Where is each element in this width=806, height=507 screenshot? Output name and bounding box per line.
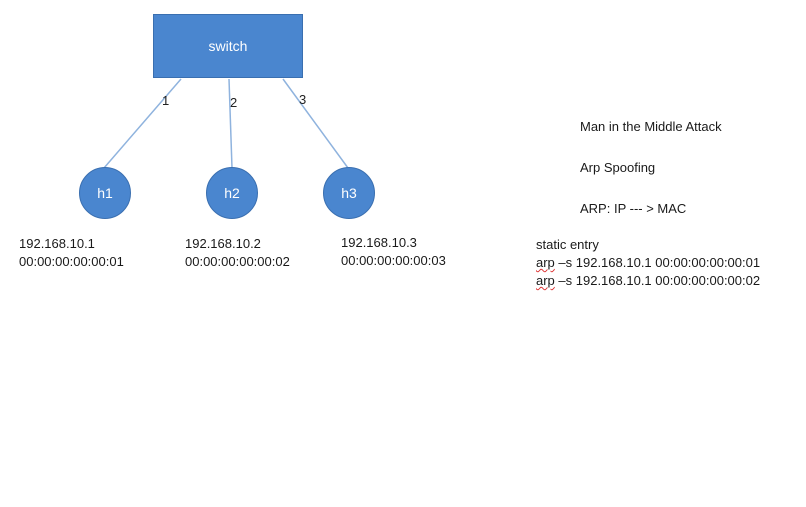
port-label-1: 1 [162, 93, 170, 108]
static-entry-block: static entry arp –s 192.168.10.1 00:00:0… [536, 236, 760, 290]
note-arp-mapping: ARP: IP --- > MAC [580, 201, 687, 216]
link-switch-h3 [282, 78, 349, 169]
note-arp-spoofing: Arp Spoofing [580, 160, 656, 175]
port-label-2: 2 [230, 95, 238, 110]
host-node-h3: h3 [323, 167, 375, 219]
host-label: h2 [224, 185, 240, 201]
switch-label: switch [208, 38, 248, 54]
arp-command-line: arp –s 192.168.10.1 00:00:00:00:00:02 [536, 272, 760, 290]
static-entry-heading: static entry [536, 237, 599, 252]
arp-command-args: –s 192.168.10.1 00:00:00:00:00:01 [554, 255, 761, 270]
note-mitm-title: Man in the Middle Attack [580, 119, 722, 134]
arp-command: arp [536, 255, 555, 270]
host-info-h3: 192.168.10.3 00:00:00:00:00:03 [341, 234, 446, 270]
host-info-h1: 192.168.10.1 00:00:00:00:00:01 [19, 235, 124, 271]
host-ip: 192.168.10.1 [19, 236, 95, 251]
host-label: h1 [97, 185, 113, 201]
arp-command: arp [536, 273, 555, 288]
host-node-h2: h2 [206, 167, 258, 219]
arp-command-args: –s 192.168.10.1 00:00:00:00:00:02 [554, 273, 761, 288]
link-switch-h2 [228, 78, 233, 169]
host-mac: 00:00:00:00:00:03 [341, 253, 446, 268]
host-info-h2: 192.168.10.2 00:00:00:00:00:02 [185, 235, 290, 271]
port-label-3: 3 [299, 92, 307, 107]
host-label: h3 [341, 185, 357, 201]
host-ip: 192.168.10.2 [185, 236, 261, 251]
host-ip: 192.168.10.3 [341, 235, 417, 250]
host-mac: 00:00:00:00:00:01 [19, 254, 124, 269]
host-node-h1: h1 [79, 167, 131, 219]
switch-node: switch [153, 14, 303, 78]
host-mac: 00:00:00:00:00:02 [185, 254, 290, 269]
link-switch-h1 [103, 78, 182, 169]
arp-command-line: arp –s 192.168.10.1 00:00:00:00:00:01 [536, 254, 760, 272]
